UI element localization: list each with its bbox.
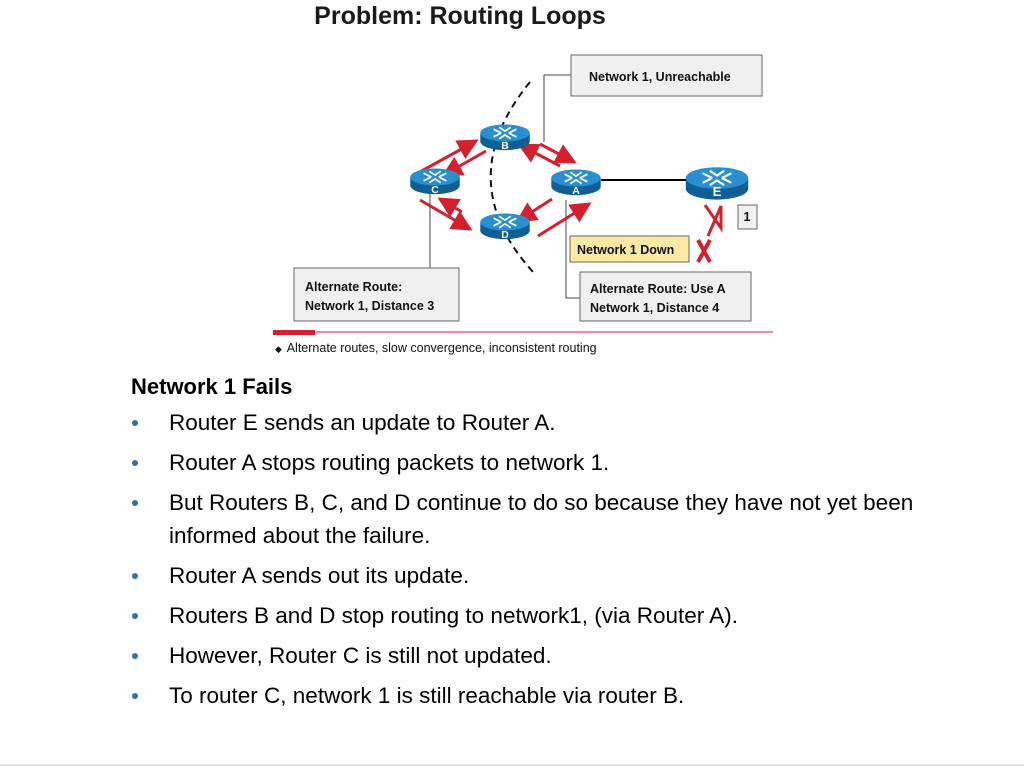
alt-route-a-line2: Network 1, Distance 4 [590, 301, 719, 315]
callout-alt-route-c: Alternate Route: Network 1, Distance 3 [293, 267, 460, 322]
list-item-text: But Routers B, C, and D continue to do s… [169, 490, 914, 548]
callout-unreachable-text: Network 1, Unreachable [589, 70, 731, 84]
bullet-icon [132, 420, 138, 426]
list-item-text: However, Router C is still not updated. [169, 643, 552, 668]
bullet-icon [132, 460, 138, 466]
link-failure-x [696, 239, 712, 263]
list-item-text: Router A stops routing packets to networ… [169, 450, 610, 475]
alt-route-c-line1: Alternate Route: [305, 280, 402, 294]
callout-alt-route-a: Alternate Route: Use A Network 1, Distan… [579, 271, 752, 322]
alt-route-c-line2: Network 1, Distance 3 [305, 299, 434, 313]
arrow-c-d [419, 198, 473, 231]
list-item: But Routers B, C, and D continue to do s… [131, 486, 991, 552]
list-item: Router A stops routing packets to networ… [131, 446, 991, 479]
router-d: D [479, 212, 531, 241]
router-e: E [684, 166, 750, 201]
arrow-d-a [537, 202, 592, 238]
notes-section: Network 1 Fails Router E sends an update… [131, 374, 991, 719]
bullet-icon [132, 653, 138, 659]
page-title: Problem: Routing Loops [314, 2, 606, 30]
list-item-text: Router A sends out its update. [169, 563, 470, 588]
callout-connectors [429, 74, 580, 299]
list-item-text: Router E sends an update to Router A. [169, 410, 556, 435]
list-item: Router E sends an update to Router A. [131, 406, 991, 439]
routing-loop-diagram: B C A D E Network 1, Unreachable 1 Netwo… [273, 54, 773, 355]
caption-bullet-icon: ◆ [275, 344, 282, 354]
notes-heading: Network 1 Fails [131, 374, 293, 399]
network-id-text: 1 [744, 210, 751, 224]
arrow-d-c [437, 197, 463, 218]
list-item-text: To router C, network 1 is still reachabl… [169, 683, 685, 708]
arrow-c-b [417, 139, 479, 175]
bullet-icon [132, 693, 138, 699]
router-e-label: E [713, 184, 722, 199]
diagram-caption: ◆ Alternate routes, slow convergence, in… [275, 341, 597, 355]
arrow-a-b [517, 143, 561, 168]
arrow-b-a [539, 142, 577, 164]
bullet-icon [132, 500, 138, 506]
dashed-boundary [489, 81, 534, 273]
router-c-label: C [431, 185, 439, 196]
caption-text: Alternate routes, slow convergence, inco… [287, 341, 597, 355]
list-item: To router C, network 1 is still reachabl… [131, 679, 991, 712]
router-d-label: D [501, 230, 509, 241]
bullet-icon [132, 613, 138, 619]
list-item: However, Router C is still not updated. [131, 639, 991, 672]
bullet-icon [132, 573, 138, 579]
network-id-box: 1 [737, 204, 758, 230]
alt-route-a-line1: Alternate Route: Use A [590, 282, 726, 296]
notes-list: Router E sends an update to Router A. Ro… [131, 406, 991, 712]
callout-network-down: Network 1 Down [569, 235, 690, 263]
router-a-label: A [572, 186, 580, 197]
callout-unreachable: Network 1, Unreachable [570, 54, 763, 97]
failure-link [703, 204, 723, 237]
callout-network-down-text: Network 1 Down [577, 243, 674, 257]
list-item-text: Routers B and D stop routing to network1… [169, 603, 739, 628]
bottom-divider [0, 764, 1024, 766]
router-a: A [550, 168, 602, 197]
list-item: Routers B and D stop routing to network1… [131, 599, 991, 632]
router-b: B [479, 123, 531, 152]
router-b-label: B [501, 141, 509, 152]
router-c: C [409, 167, 461, 196]
list-item: Router A sends out its update. [131, 559, 991, 592]
